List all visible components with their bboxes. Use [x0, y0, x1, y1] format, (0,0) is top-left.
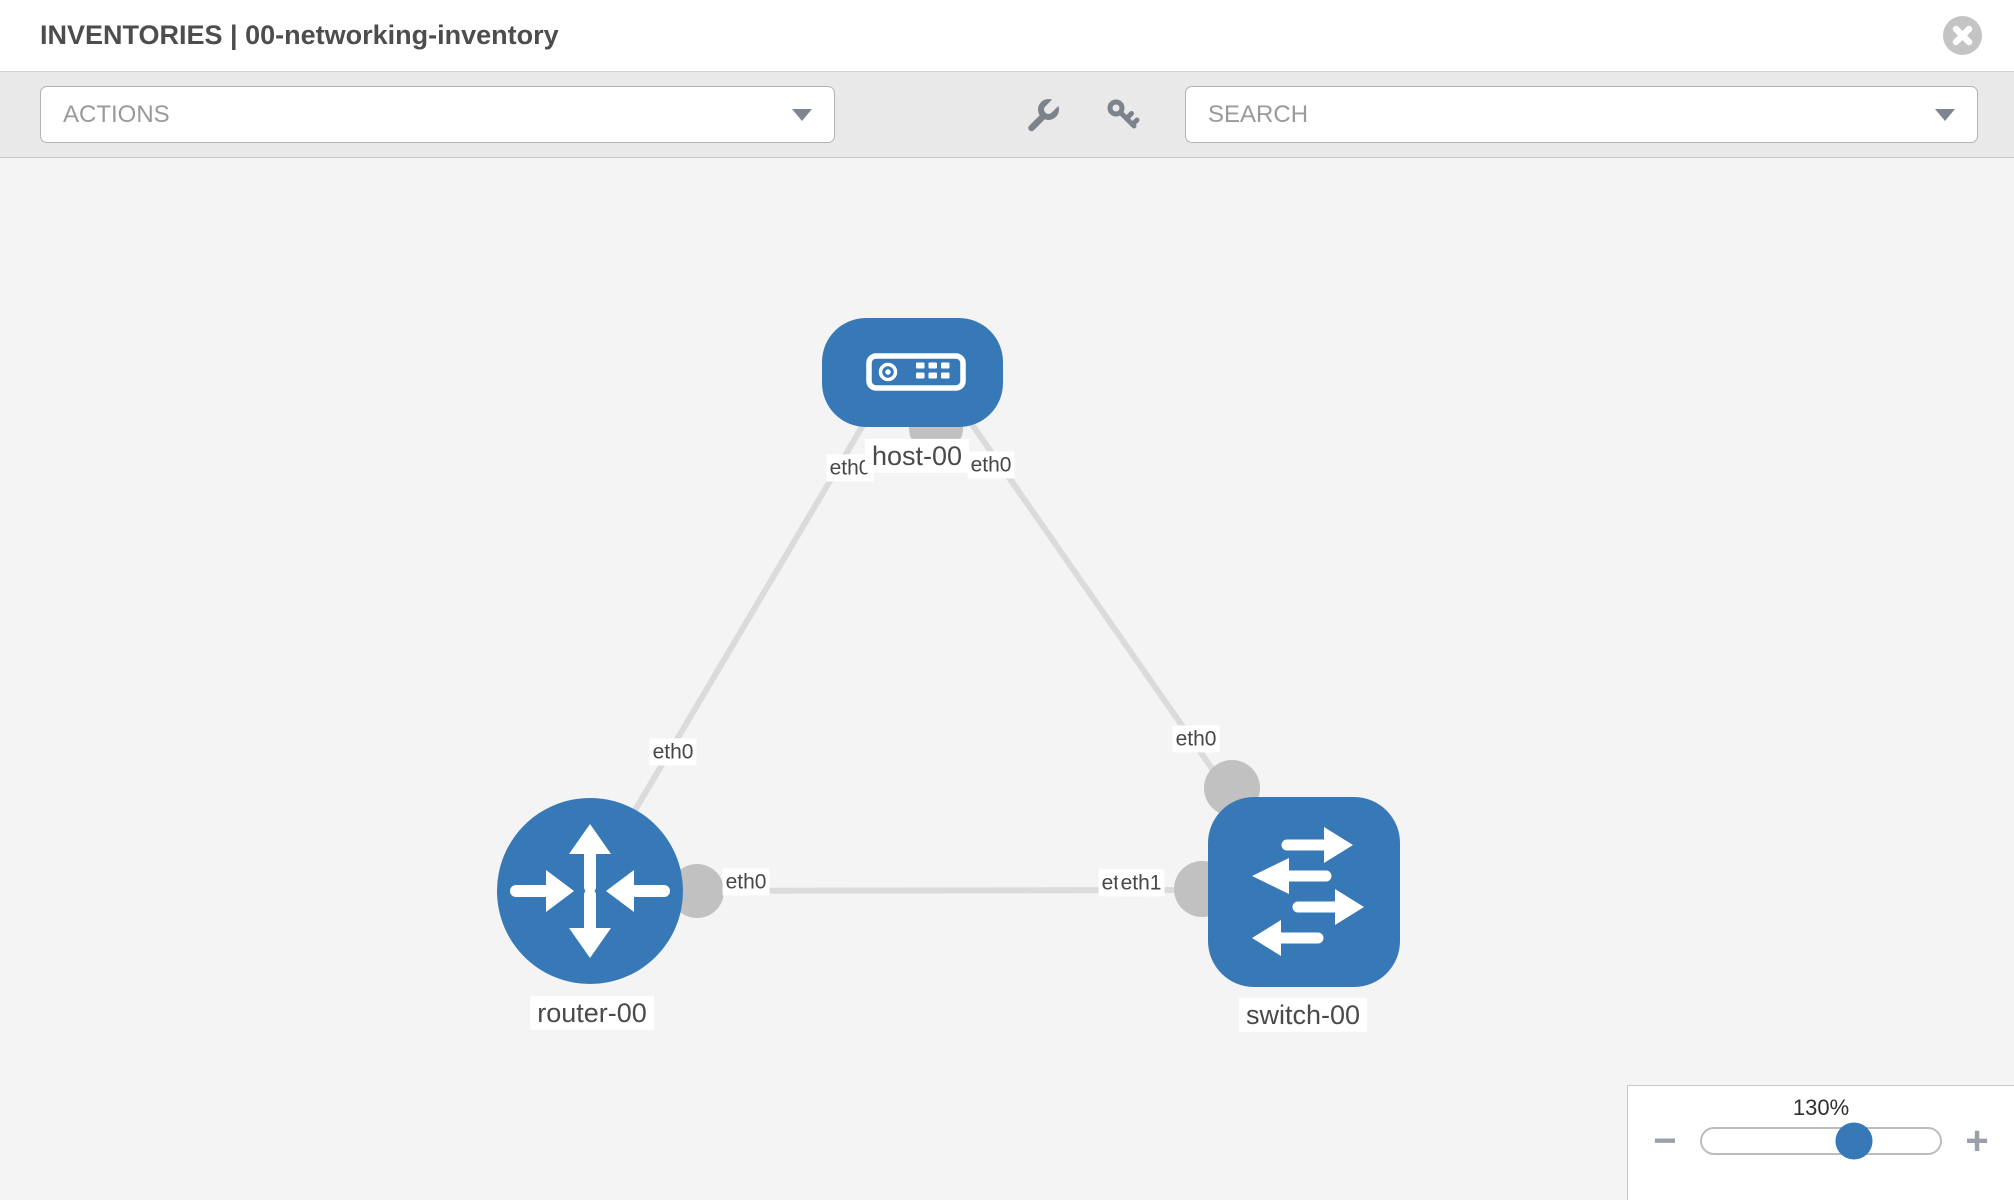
node-host-00[interactable] — [822, 318, 1003, 427]
switch-icon — [1252, 827, 1364, 956]
zoom-slider-thumb[interactable] — [1835, 1122, 1873, 1160]
connector-router-eth0 — [670, 864, 724, 918]
configure-button[interactable] — [1025, 96, 1062, 133]
page-title: INVENTORIES | 00-networking-inventory — [40, 20, 559, 50]
interface-label: eth0 — [1172, 725, 1220, 753]
actions-dropdown-label: ACTIONS — [63, 100, 170, 128]
node-label-switch-00: switch-00 — [1238, 997, 1368, 1033]
chevron-down-icon — [1935, 108, 1955, 121]
zoom-row: − + — [1628, 1121, 2014, 1161]
host-icon — [866, 353, 966, 391]
interface-label: eth0 — [722, 868, 770, 896]
interface-connectors — [670, 401, 1260, 918]
header: INVENTORIES | 00-networking-inventory — [0, 0, 2014, 71]
close-button[interactable] — [1943, 16, 1982, 55]
zoom-in-button[interactable]: + — [1960, 1121, 1994, 1161]
search-dropdown[interactable]: SEARCH — [1185, 86, 1978, 143]
chevron-down-icon — [792, 108, 812, 121]
interface-label: eth0 — [649, 738, 697, 766]
credentials-button[interactable] — [1105, 97, 1141, 133]
node-label-router-00: router-00 — [530, 995, 654, 1031]
search-dropdown-label: SEARCH — [1208, 100, 1309, 128]
node-switch-00[interactable] — [1208, 797, 1400, 987]
toolbar: ACTIONS SEARCH — [0, 71, 2014, 158]
toolbar-icon-group — [1025, 96, 1141, 133]
node-label-host-00: host-00 — [864, 438, 970, 474]
zoom-control-panel: 130% − + — [1627, 1085, 2014, 1200]
key-icon — [1107, 99, 1140, 128]
topology-canvas[interactable]: eth0 eth0 eth0 eth0 eth0 eth0 eth1 host-… — [0, 158, 2014, 1200]
router-icon — [510, 824, 670, 958]
zoom-level-value: 130% — [1792, 1095, 1850, 1120]
zoom-out-button[interactable]: − — [1648, 1121, 1682, 1161]
interface-label: eth0 — [967, 451, 1015, 479]
close-icon — [1952, 25, 1973, 46]
interface-label: eth1 — [1117, 869, 1165, 897]
zoom-slider-track[interactable] — [1700, 1122, 1942, 1160]
wrench-icon — [1028, 96, 1062, 131]
node-router-00[interactable] — [497, 798, 683, 984]
actions-dropdown[interactable]: ACTIONS — [40, 86, 835, 143]
